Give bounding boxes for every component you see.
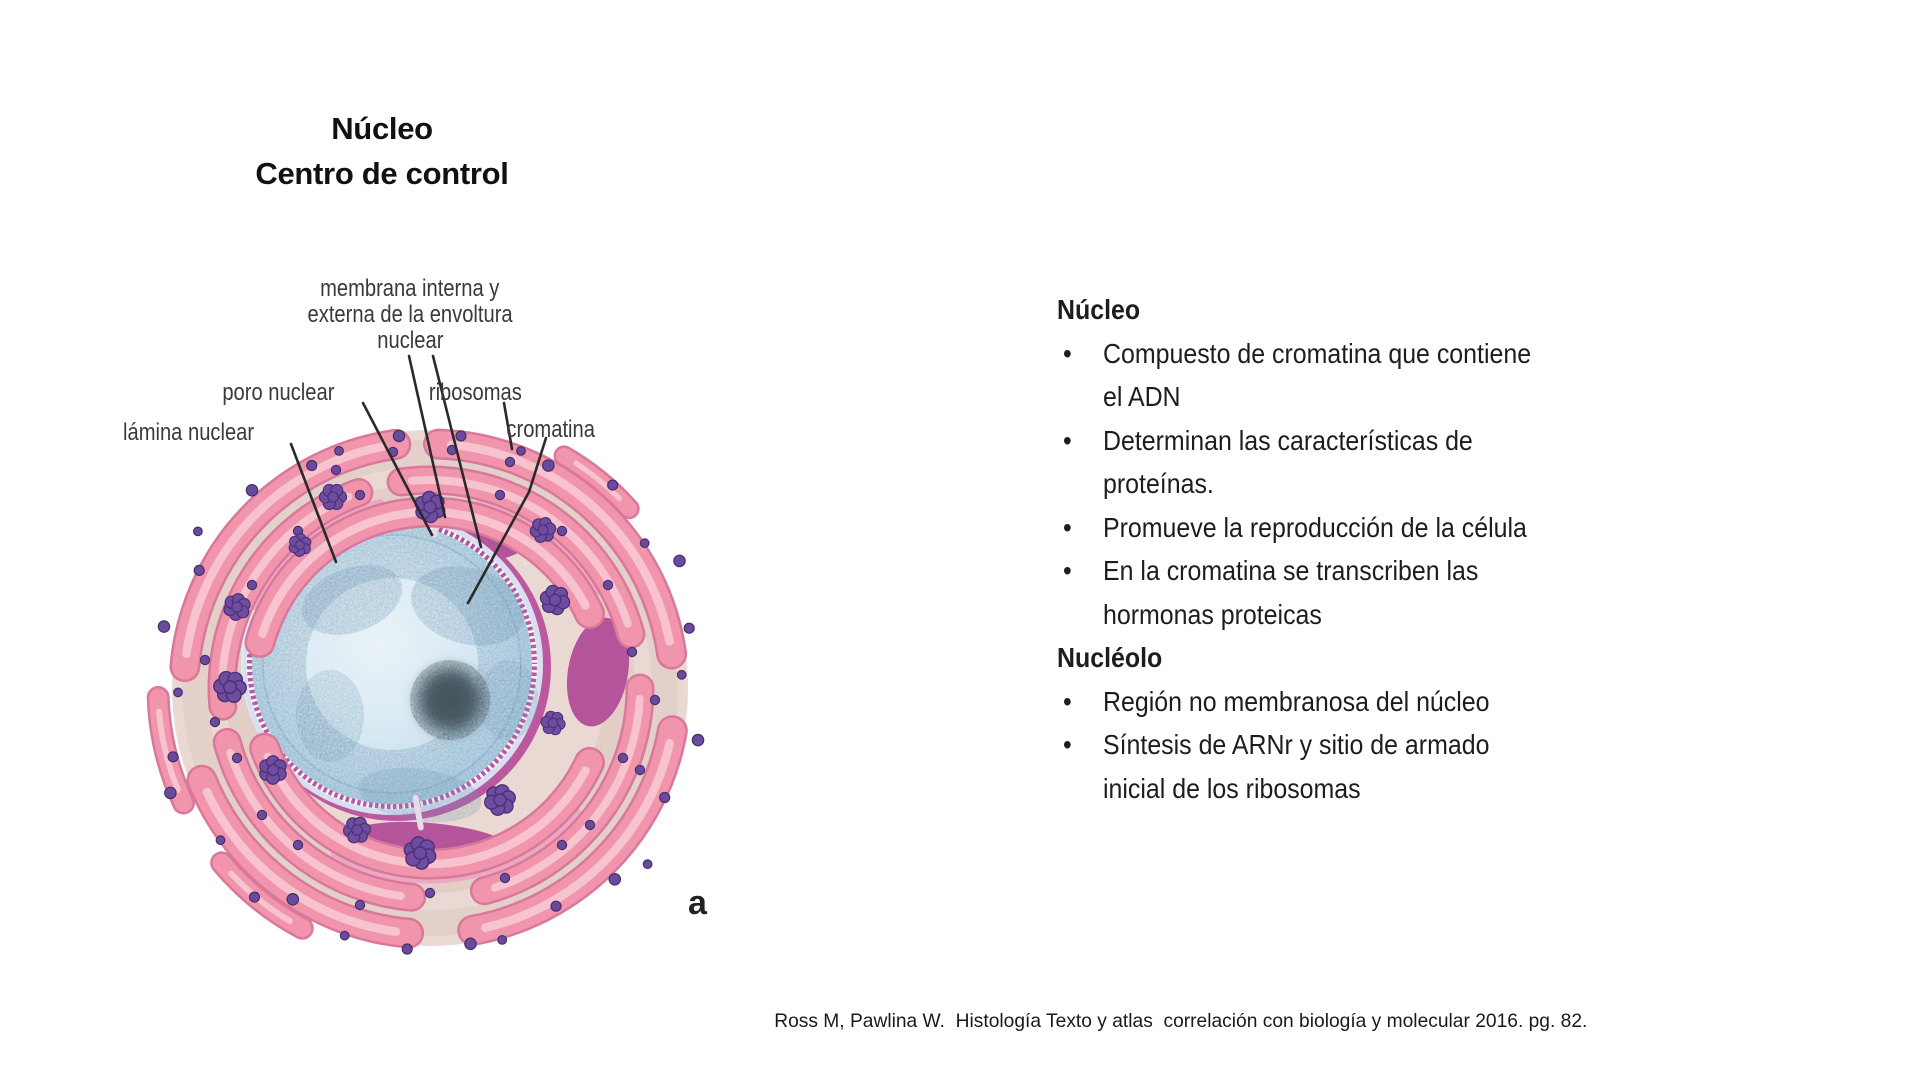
citation: Ross M, Pawlina W. Histología Texto y at… bbox=[773, 1010, 1588, 1032]
label-poro-nuclear: poro nuclear bbox=[221, 379, 334, 406]
nucleolus bbox=[410, 660, 490, 740]
bullet-marker: • bbox=[1063, 424, 1072, 456]
label-ribosomas: ribosomas bbox=[428, 379, 522, 406]
leader-cromatina bbox=[466, 436, 548, 605]
bullet-marker: • bbox=[1063, 511, 1072, 543]
leader-lines bbox=[289, 354, 548, 605]
slide-title-line1: Núcleo bbox=[331, 111, 433, 146]
content-panel: Núcleo • Compuesto de cromatina que cont… bbox=[1057, 288, 1657, 810]
bullet-item: • Promueve la reproducción de la célula bbox=[1057, 506, 1657, 550]
slide-title-line2: Centro de control bbox=[255, 156, 509, 191]
label-membrana-nuclear: membrana interna y externa de la envoltu… bbox=[307, 275, 513, 354]
bullet-item: • Síntesis de ARNr y sitio de armado bbox=[1057, 723, 1657, 767]
leader-membrana-1 bbox=[407, 354, 447, 519]
leader-ribosomas bbox=[502, 401, 514, 451]
chromatin-speckles bbox=[252, 524, 538, 823]
bullet-item-continuation: inicial de los ribosomas bbox=[1103, 772, 1361, 804]
heading-nucleolo: Nucléolo bbox=[1057, 642, 1163, 673]
label-lamina-nuclear: lámina nuclear bbox=[123, 419, 255, 446]
bullet-marker: • bbox=[1063, 685, 1072, 717]
bullet-item: • Región no membranosa del núcleo bbox=[1057, 680, 1657, 724]
envelope-wedge bbox=[566, 617, 630, 727]
label-cromatina: cromatina bbox=[506, 416, 596, 443]
bullet-item-continuation: proteínas. bbox=[1103, 468, 1214, 499]
bullet-item-continuation: el ADN bbox=[1103, 381, 1181, 412]
leader-membrana-2 bbox=[431, 354, 483, 549]
figure-panel-letter: a bbox=[688, 884, 707, 922]
bullet-item: • Compuesto de cromatina que contiene bbox=[1057, 332, 1657, 376]
leader-poro-nuclear bbox=[361, 401, 434, 537]
heading-nucleo: Núcleo bbox=[1057, 294, 1141, 325]
bullet-marker: • bbox=[1063, 729, 1072, 760]
bullet-marker: • bbox=[1063, 337, 1072, 369]
ribosome-dots bbox=[157, 429, 705, 955]
leader-lamina-nuclear bbox=[289, 442, 338, 564]
bullet-item: • En la cromatina se transcriben las bbox=[1057, 549, 1657, 593]
bullet-item: • Determinan las características de bbox=[1057, 419, 1657, 463]
bullet-item-continuation: hormonas proteicas bbox=[1103, 598, 1322, 630]
nucleus-diagram bbox=[146, 354, 705, 955]
bullet-marker: • bbox=[1063, 555, 1072, 586]
slide-title: Núcleo Centro de control bbox=[232, 106, 532, 196]
